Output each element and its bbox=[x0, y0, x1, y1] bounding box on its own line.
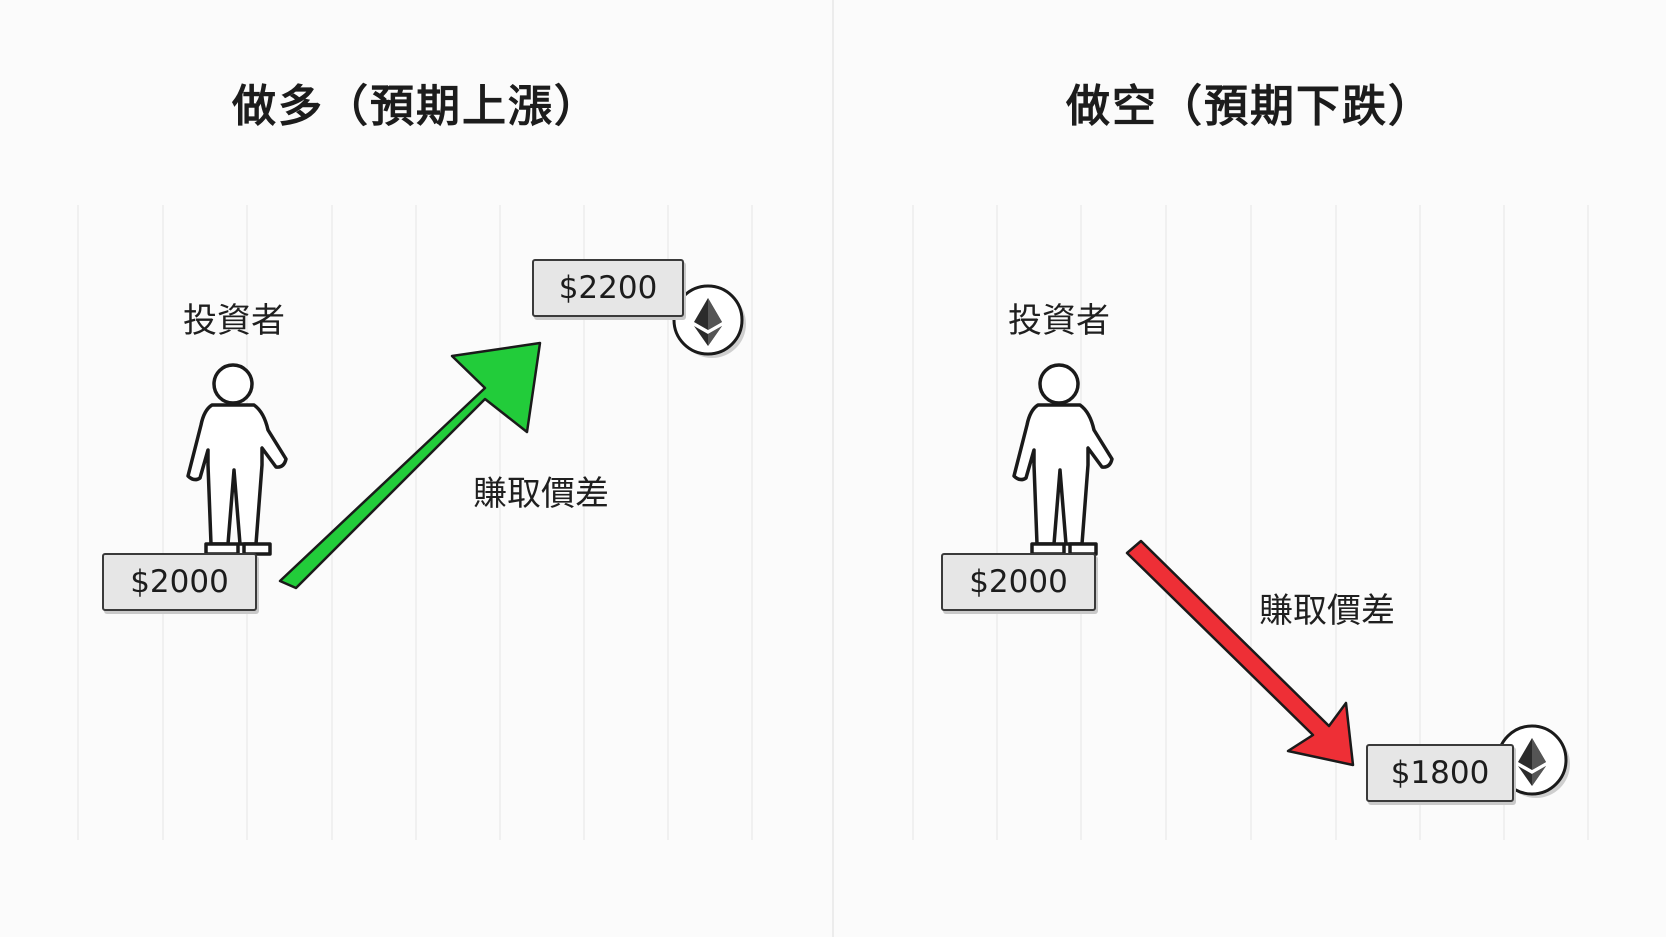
long-profit-label: 賺取價差 bbox=[473, 474, 609, 514]
long-title: 做多（預期上漲） bbox=[232, 81, 600, 132]
long-target-price: $2200 bbox=[532, 259, 684, 317]
panel-divider bbox=[832, 0, 834, 937]
short-investor-label: 投資者 bbox=[1008, 301, 1110, 341]
short-entry-price: $2000 bbox=[941, 553, 1096, 611]
right-grid bbox=[912, 205, 1589, 840]
long-entry-price: $2000 bbox=[102, 553, 257, 611]
short-ethereum-icon bbox=[1496, 724, 1570, 798]
long-investor-figure bbox=[186, 363, 288, 556]
long-investor-label: 投資者 bbox=[183, 301, 285, 341]
short-profit-label: 賺取價差 bbox=[1259, 591, 1395, 631]
long-up-arrow bbox=[278, 341, 542, 590]
short-down-arrow bbox=[1125, 539, 1355, 767]
long-ethereum-icon bbox=[672, 284, 746, 358]
short-investor-figure bbox=[1012, 363, 1114, 556]
short-target-price: $1800 bbox=[1366, 744, 1514, 802]
short-title: 做空（預期下跌） bbox=[1066, 81, 1434, 132]
